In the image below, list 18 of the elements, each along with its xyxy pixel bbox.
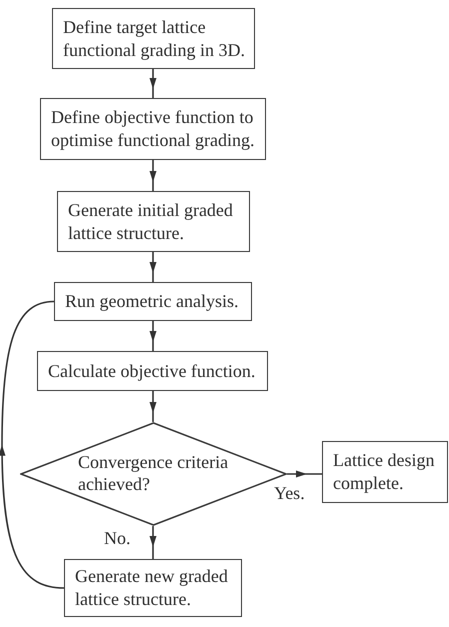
decision-text: Convergence criteria achieved?: [78, 451, 230, 495]
arrow: [150, 321, 156, 351]
process-box: Lattice design complete.: [322, 441, 448, 503]
process-box: Define objective function to optimise functional grading.: [40, 98, 266, 160]
edge-label: No.: [103, 529, 132, 547]
feedback-arrow: [0, 300, 64, 589]
process-box: Define target lattice functional grading in 3D.: [52, 8, 255, 69]
arrow: [150, 252, 156, 282]
process-box: Generate new graded lattice structure.: [64, 559, 242, 617]
arrow: [287, 470, 322, 478]
process-box: Run geometric analysis.: [54, 282, 252, 321]
process-box: Generate initial graded lattice structure.: [57, 191, 250, 252]
arrow: [150, 526, 156, 559]
edge-label: Yes.: [273, 484, 306, 502]
arrow: [150, 160, 156, 191]
arrow: [150, 69, 156, 98]
arrow: [150, 391, 156, 422]
process-box: Calculate objective function.: [37, 351, 268, 391]
